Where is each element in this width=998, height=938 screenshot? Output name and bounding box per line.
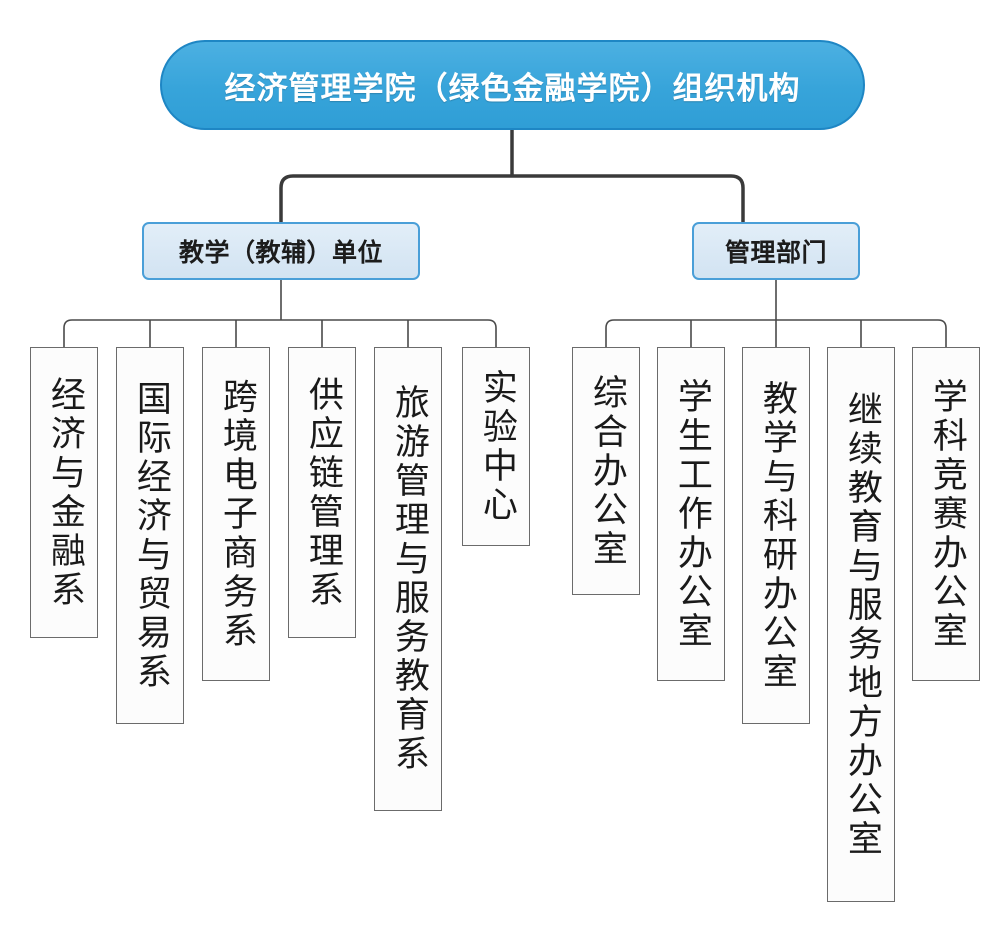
connector-admin-bus bbox=[605, 319, 947, 347]
leaf-label: 学科竞赛办公室 bbox=[926, 377, 967, 651]
leaf-label: 综合办公室 bbox=[586, 373, 627, 569]
branch-node-admin[interactable]: 管理部门 bbox=[692, 222, 860, 280]
leaf-label: 教学与科研办公室 bbox=[756, 379, 797, 692]
leaf-label: 经济与金融系 bbox=[44, 375, 85, 610]
leaf-label: 学生工作办公室 bbox=[671, 377, 712, 651]
connector-main-bus bbox=[279, 174, 745, 222]
connector-teaching-bus bbox=[63, 319, 497, 347]
leaf-node-teaching-1[interactable]: 经济与金融系 bbox=[30, 347, 98, 638]
leaf-node-teaching-5[interactable]: 旅游管理与服务教育系 bbox=[374, 347, 442, 811]
leaf-node-admin-2[interactable]: 学生工作办公室 bbox=[657, 347, 725, 681]
root-node[interactable]: 经济管理学院（绿色金融学院）组织机构 bbox=[160, 40, 865, 130]
leaf-node-admin-5[interactable]: 学科竞赛办公室 bbox=[912, 347, 980, 681]
leaf-node-admin-4[interactable]: 继续教育与服务地方办公室 bbox=[827, 347, 895, 902]
leaf-node-teaching-2[interactable]: 国际经济与贸易系 bbox=[116, 347, 184, 724]
leaf-node-teaching-6[interactable]: 实验中心 bbox=[462, 347, 530, 546]
branch-node-teaching[interactable]: 教学（教辅）单位 bbox=[142, 222, 420, 280]
leaf-label: 跨境电子商务系 bbox=[216, 377, 257, 651]
leaf-node-admin-1[interactable]: 综合办公室 bbox=[572, 347, 640, 595]
leaf-node-teaching-3[interactable]: 跨境电子商务系 bbox=[202, 347, 270, 681]
leaf-label: 继续教育与服务地方办公室 bbox=[841, 390, 882, 859]
leaf-label: 实验中心 bbox=[476, 368, 517, 525]
leaf-node-admin-3[interactable]: 教学与科研办公室 bbox=[742, 347, 810, 724]
leaf-label: 供应链管理系 bbox=[302, 375, 343, 610]
leaf-node-teaching-4[interactable]: 供应链管理系 bbox=[288, 347, 356, 638]
leaf-label: 国际经济与贸易系 bbox=[130, 379, 171, 692]
leaf-label: 旅游管理与服务教育系 bbox=[388, 384, 429, 774]
